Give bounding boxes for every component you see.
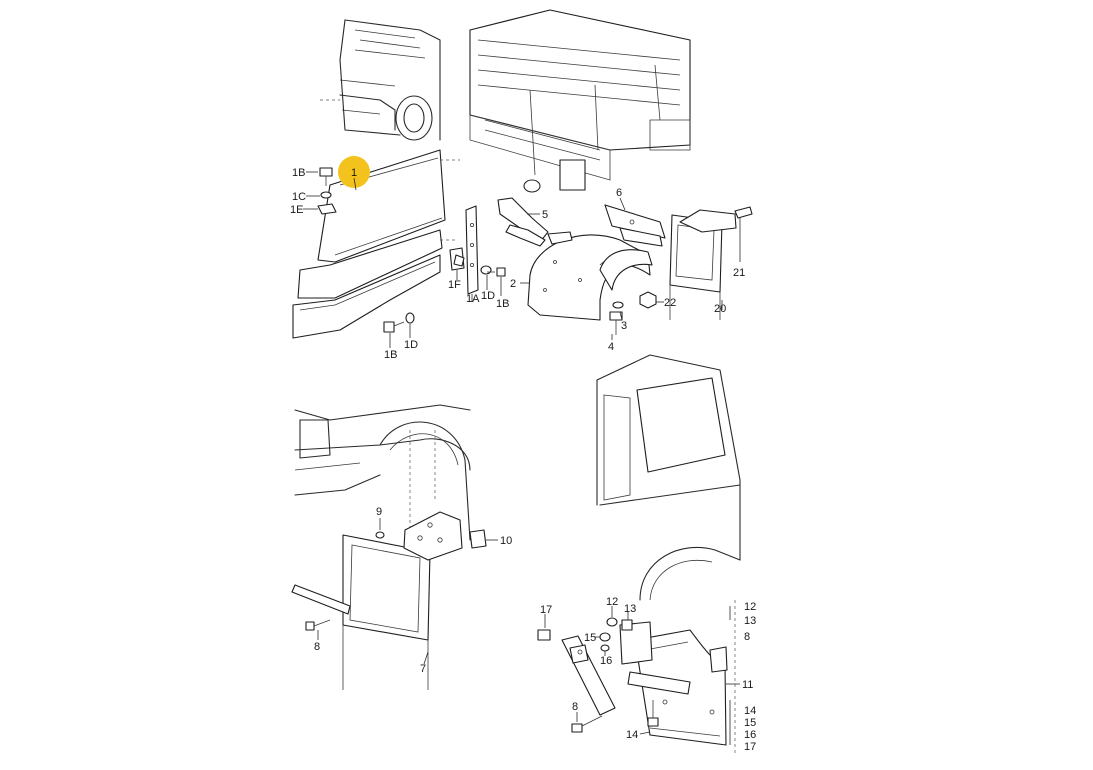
callout-label: 8 bbox=[744, 631, 750, 643]
callout-label: 6 bbox=[616, 187, 622, 199]
clip-10: 10 bbox=[469, 529, 512, 549]
callout-label: 15 bbox=[584, 632, 596, 644]
support-strut bbox=[561, 635, 616, 716]
callout-label: 17 bbox=[744, 741, 756, 753]
fasteners-lower-1B-1D: 1B 1D bbox=[383, 312, 418, 361]
callout-label: 20 bbox=[714, 303, 726, 315]
callout-label: 13 bbox=[744, 615, 756, 627]
callout-label: 1D bbox=[404, 339, 418, 351]
callout-label: 13 bbox=[624, 603, 636, 615]
callout-label: 5 bbox=[542, 209, 548, 221]
van-front-sketch bbox=[320, 19, 441, 141]
callout-label: 1 bbox=[351, 167, 357, 179]
callout-label: 12 bbox=[744, 601, 756, 613]
right-legend-numbers: 12 13 8 14 15 16 17 bbox=[729, 601, 756, 753]
callout-label: 14 bbox=[744, 705, 756, 717]
callout-label: 7 bbox=[420, 663, 426, 675]
rear-wheel-arch-liner: 2 bbox=[510, 234, 653, 321]
callout-1-highlight[interactable]: 1 bbox=[338, 156, 370, 191]
callout-label: 1C bbox=[292, 191, 306, 203]
callout-label: 1E bbox=[290, 204, 303, 216]
callout-label: 1B bbox=[292, 167, 305, 179]
callout-label: 8 bbox=[314, 641, 320, 653]
front-fender-panel bbox=[292, 149, 460, 339]
callout-label: 1D bbox=[481, 290, 495, 302]
callout-label: 1F bbox=[448, 279, 461, 291]
nut-22: 22 bbox=[639, 291, 676, 309]
callout-label: 17 bbox=[540, 604, 552, 616]
bracket-6: 6 bbox=[604, 187, 666, 247]
callout-label: 10 bbox=[500, 535, 512, 547]
callout-label: 16 bbox=[600, 655, 612, 667]
callout-label: 2 bbox=[510, 278, 516, 290]
pickup-bed-sketch bbox=[469, 9, 691, 193]
callout-label: 4 bbox=[608, 341, 614, 353]
fasteners-3-4: 3 4 bbox=[608, 301, 627, 353]
callout-label: 14 bbox=[626, 729, 638, 741]
fasteners-1B-1C-1E: 1B 1C 1E bbox=[290, 167, 337, 216]
callout-label: 12 bbox=[606, 596, 618, 608]
callout-label: 1B bbox=[384, 349, 397, 361]
callout-label: 16 bbox=[744, 729, 756, 741]
highlight-badge bbox=[338, 156, 370, 188]
mudflap-20-21: 21 20 bbox=[669, 206, 753, 320]
callout-label: 21 bbox=[733, 267, 745, 279]
callout-label: 9 bbox=[376, 506, 382, 518]
callout-label: 1A bbox=[466, 293, 480, 305]
fastener-9: 9 bbox=[375, 506, 385, 539]
bracket-strip-1A: 1F 1A 1D 1B bbox=[448, 205, 509, 310]
mudflap-7: 7 bbox=[291, 511, 463, 690]
callout-label: 15 bbox=[744, 717, 756, 729]
callout-label: 3 bbox=[621, 320, 627, 332]
callout-label: 11 bbox=[742, 679, 753, 691]
fasteners-bottom-right: 17 12 13 15 16 8 14 bbox=[537, 596, 659, 741]
callout-label: 1B bbox=[496, 298, 509, 310]
callout-label: 8 bbox=[572, 701, 578, 713]
mudflap-11: 11 bbox=[619, 621, 753, 746]
bolt-8-left: 8 bbox=[305, 619, 331, 653]
bracket-5: 5 bbox=[497, 197, 573, 247]
van-rear-sketch bbox=[596, 354, 741, 755]
